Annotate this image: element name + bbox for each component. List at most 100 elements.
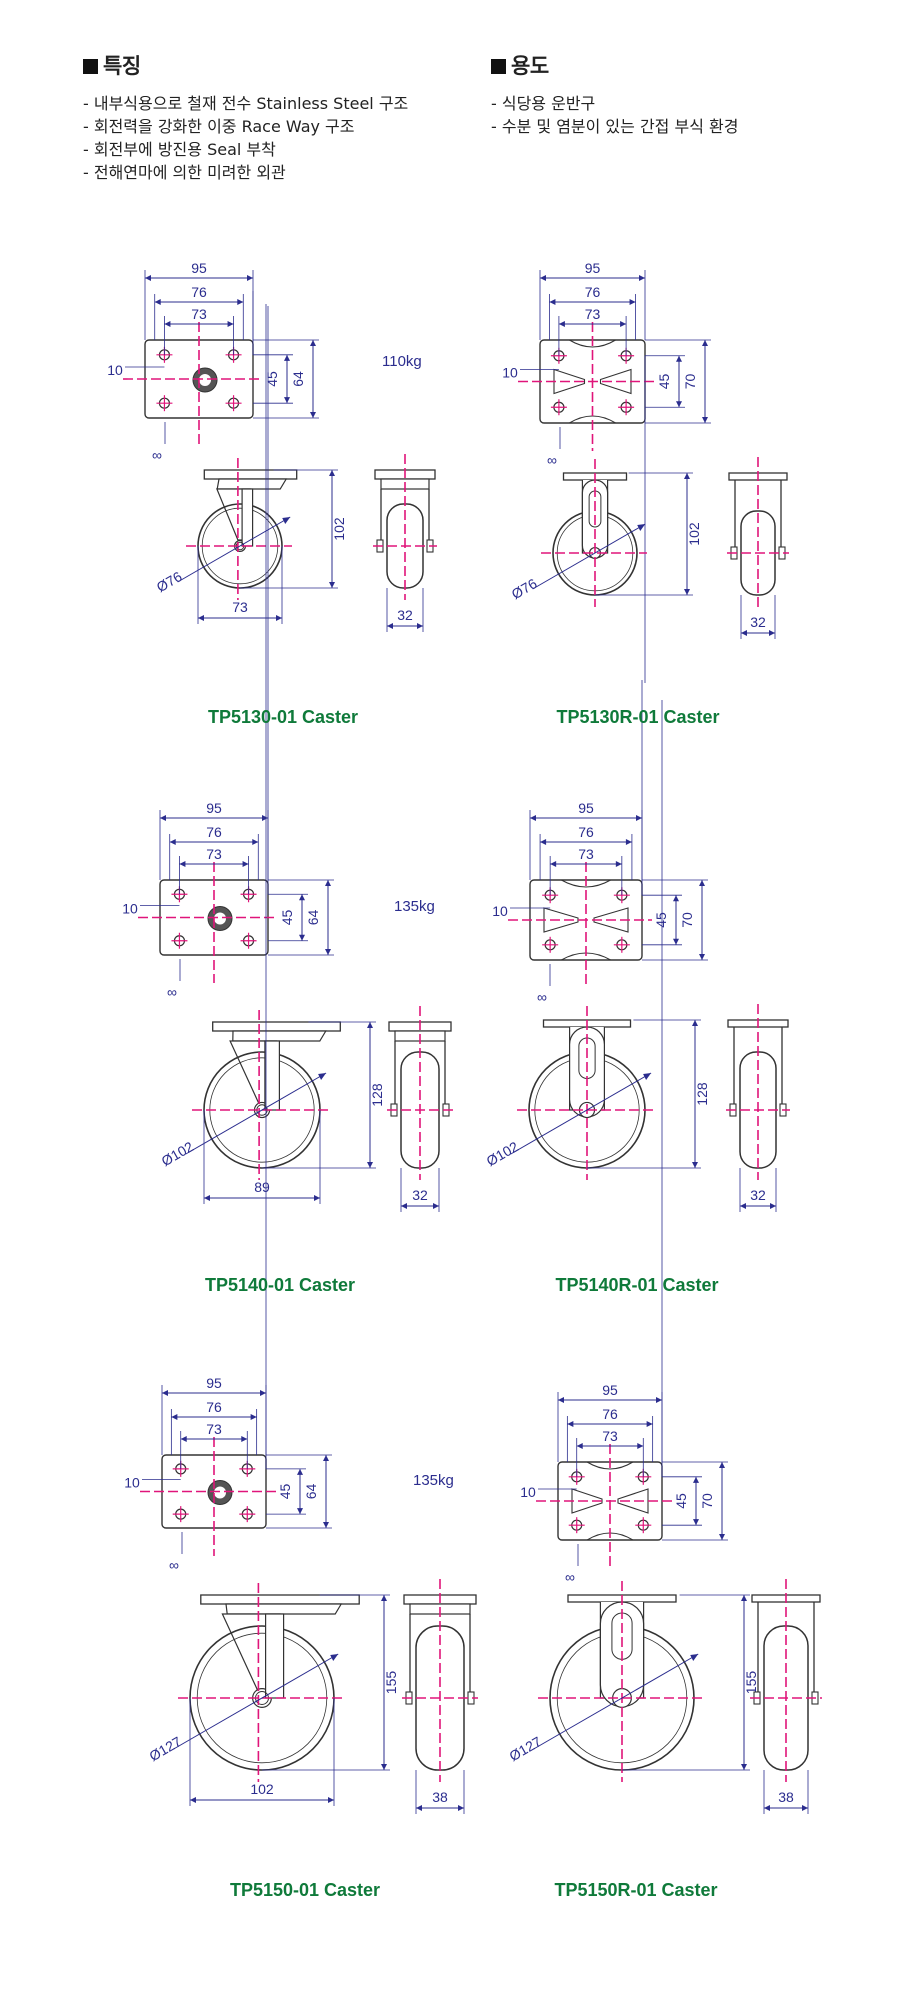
arrowhead [160, 815, 166, 821]
dimension-label: Ø76 [154, 568, 185, 595]
arrowhead [162, 1390, 168, 1396]
fork-leg [409, 1614, 471, 1698]
dimension-label: Ø102 [483, 1138, 521, 1169]
list-item: - 식당용 운반구 [491, 94, 596, 113]
arrowhead [381, 1764, 387, 1770]
features-section: 특징 - 내부식용으로 철재 전수 Stainless Steel 구조 - 회… [83, 50, 408, 184]
dimension-label: 10 [122, 901, 138, 917]
dimension-label: 45 [279, 910, 295, 926]
arrowhead [637, 1443, 644, 1449]
dimension-label: 10 [492, 903, 508, 919]
kingpin-nut [199, 374, 211, 386]
arrowhead [284, 397, 290, 404]
dimension-label: 73 [206, 1421, 222, 1437]
arrowhead [643, 1073, 652, 1080]
dimension-label: 76 [191, 284, 207, 300]
features-title: 특징 [103, 54, 141, 78]
arrowhead [692, 1162, 698, 1168]
arrowhead [458, 1805, 464, 1811]
fork-leg [264, 1040, 280, 1111]
arrowhead [310, 412, 316, 418]
arrowhead [252, 839, 259, 845]
arrowhead [673, 938, 679, 945]
arrowhead [741, 1764, 747, 1770]
plate-cutout [553, 368, 586, 395]
arrowhead [620, 321, 627, 327]
fork-leg [265, 1613, 285, 1699]
plate-cutout [599, 368, 632, 395]
uses-list: - 식당용 운반구 - 수분 및 염분이 있는 간접 부식 환경 [491, 92, 738, 138]
dimension-label: 76 [585, 284, 601, 300]
arrowhead [416, 1805, 422, 1811]
arrowhead [702, 417, 708, 423]
arrowhead [530, 815, 536, 821]
arrowhead [540, 839, 547, 845]
list-item: - 전해연마에 의한 미려한 외관 [83, 163, 286, 182]
dimension-label: 70 [682, 374, 698, 390]
arrowhead [636, 815, 642, 821]
infinity-label: ∞ [152, 447, 162, 463]
arrowhead [540, 275, 546, 281]
arrowhead [282, 517, 291, 524]
dimension-label: 95 [191, 260, 207, 276]
arrowhead [639, 275, 645, 281]
fork-slot [578, 1037, 596, 1079]
plate-notch [569, 339, 616, 348]
arrowhead [204, 1195, 210, 1201]
arrowhead [699, 880, 705, 886]
dimension-label: 73 [206, 846, 222, 862]
dimension-label: 10 [520, 1484, 536, 1500]
arrowhead [676, 355, 682, 362]
arrowhead [314, 1195, 320, 1201]
arrowhead [558, 321, 565, 327]
arrowhead [401, 1203, 407, 1209]
arrowhead [299, 894, 305, 901]
dimension-label: 95 [602, 1382, 618, 1398]
swivel-head [232, 1030, 327, 1042]
caster-caption: TP5140-01 Caster [204, 1275, 356, 1295]
list-item: - 수분 및 염분이 있는 간접 부식 환경 [491, 117, 739, 136]
dimension-label: 128 [694, 1082, 710, 1106]
fork-leg [733, 1027, 783, 1110]
dimension-label: 95 [585, 260, 601, 276]
dimension-label: 76 [602, 1406, 618, 1422]
fork-leg [734, 480, 782, 553]
arrowhead [740, 1203, 746, 1209]
diameter-leader [177, 516, 291, 583]
arrowhead [330, 1654, 339, 1661]
arrowhead [615, 861, 622, 867]
dimension-label: 73 [585, 306, 601, 322]
arrowhead [673, 895, 679, 902]
arrowhead [242, 861, 249, 867]
diameter-leader [510, 1072, 652, 1155]
mount-plate [212, 1021, 341, 1032]
arrowhead [433, 1203, 439, 1209]
dimension-label: 32 [397, 607, 413, 623]
square-bullet-icon [491, 59, 506, 74]
arrowhead [702, 340, 708, 346]
dimension-label: 10 [124, 1475, 140, 1491]
dimension-label: 38 [778, 1789, 794, 1805]
arrowhead [297, 1468, 303, 1475]
arrowhead [646, 1421, 653, 1427]
dimension-label: 73 [232, 599, 248, 615]
uses-heading: 용도 [491, 50, 738, 80]
load-capacity-label: 110kg [382, 353, 422, 370]
list-item: - 회전부에 방진용 Seal 부착 [83, 140, 276, 159]
arrowhead [770, 1203, 776, 1209]
arrowhead [329, 582, 335, 588]
load-capacity-label: 135kg [394, 898, 435, 915]
dimension-label: 38 [432, 1789, 448, 1805]
plate-cutout [571, 1488, 603, 1514]
dimension-label: 76 [578, 824, 594, 840]
arrowhead [323, 1455, 329, 1461]
mount-plate [200, 1594, 360, 1605]
swivel-head [225, 1603, 343, 1615]
plate-notch [586, 1461, 634, 1470]
square-bullet-icon [83, 59, 98, 74]
arrowhead [629, 299, 636, 305]
